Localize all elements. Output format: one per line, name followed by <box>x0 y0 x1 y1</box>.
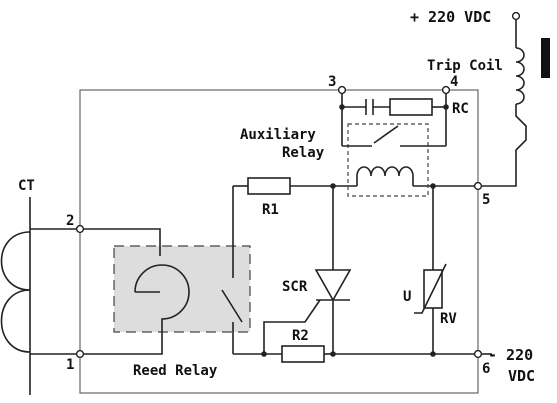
scr <box>263 186 352 354</box>
junction <box>330 351 336 357</box>
terminal-6-number: 6 <box>482 361 490 377</box>
rv-label: RV <box>440 311 457 327</box>
ct-label: CT <box>18 178 35 194</box>
terminal-5-number: 5 <box>482 192 490 208</box>
reed-relay <box>80 186 251 355</box>
terminal-4 <box>441 85 451 95</box>
terminal-supply-plus <box>511 11 521 21</box>
supply-plus-label: + 220 VDC <box>410 8 491 26</box>
terminal-6 <box>473 349 483 359</box>
r1-label: R1 <box>262 202 279 218</box>
terminal-3-number: 3 <box>328 74 336 90</box>
scr-label: SCR <box>282 279 308 295</box>
auxiliary-relay-contact <box>341 107 447 147</box>
junction <box>330 183 336 189</box>
supply-minus-label-line2: VDC <box>508 367 535 385</box>
r1-resistor <box>233 177 333 195</box>
rc-network <box>339 98 449 116</box>
terminal-5 <box>473 181 483 191</box>
rc-label: RC <box>452 101 469 117</box>
terminal-4-number: 4 <box>450 74 458 90</box>
terminal-1 <box>75 349 85 359</box>
auxiliary-relay-coil <box>356 166 414 186</box>
terminal-3 <box>337 85 347 95</box>
u-label: U <box>403 289 411 305</box>
rv-varistor <box>414 186 447 354</box>
terminal-2 <box>75 224 85 234</box>
auxiliary-relay-box <box>347 123 429 197</box>
auxiliary-relay-label-line1: Auxiliary <box>240 127 316 143</box>
supply-minus-label-line1: - 220 <box>488 346 533 364</box>
trip-coil-label: Trip Coil <box>427 58 503 74</box>
terminal-1-number: 1 <box>66 357 74 373</box>
junction <box>430 351 436 357</box>
trip-coil <box>478 18 550 187</box>
junction <box>261 351 267 357</box>
relay-enclosure <box>79 89 479 394</box>
junction <box>430 183 436 189</box>
terminal-2-number: 2 <box>66 213 74 229</box>
r2-label: R2 <box>292 328 309 344</box>
reed-relay-label: Reed Relay <box>133 363 218 379</box>
r2-resistor <box>233 345 333 363</box>
auxiliary-relay-label-line2: Relay <box>282 145 325 161</box>
current-transformer <box>0 197 80 395</box>
